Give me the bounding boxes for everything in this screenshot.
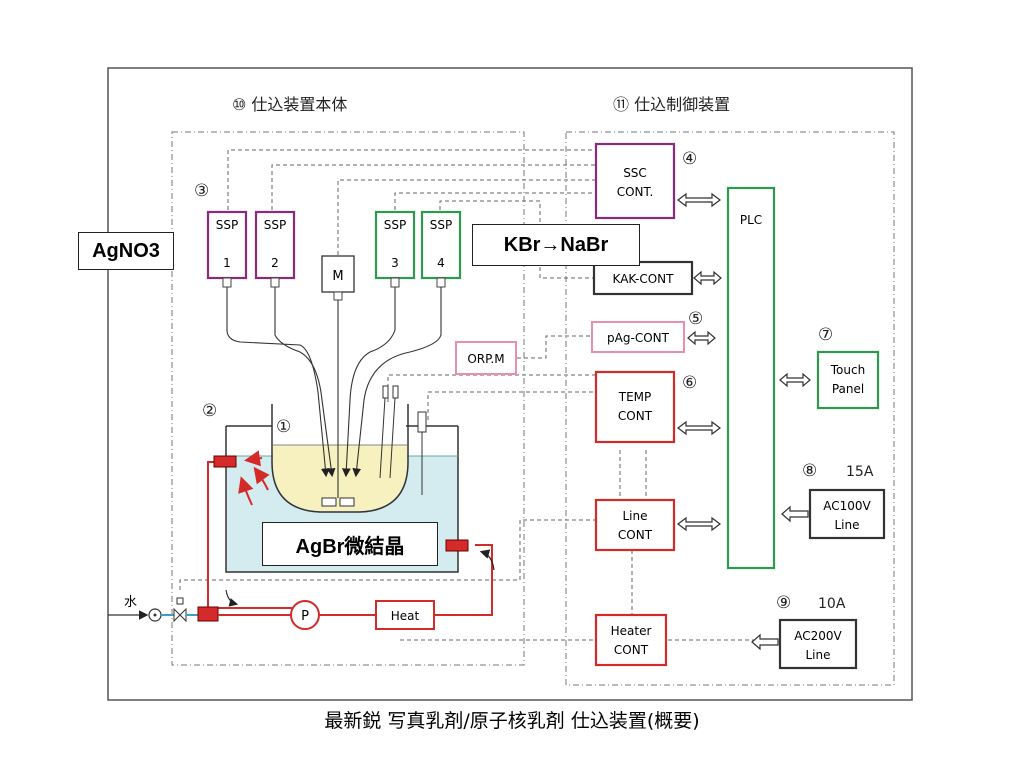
water-inlet: 水: [108, 589, 292, 623]
svg-text:SSP: SSP: [216, 218, 238, 232]
svg-text:水: 水: [124, 595, 137, 610]
svg-text:Panel: Panel: [832, 382, 864, 396]
marker-5: ⑤: [688, 309, 703, 329]
svg-text:AC200V: AC200V: [794, 629, 842, 643]
ac200v-line: AC200V Line: [778, 618, 858, 670]
marker-4: ④: [682, 149, 697, 169]
double-arrows: [677, 192, 811, 651]
svg-text:AC100V: AC100V: [823, 499, 871, 513]
svg-text:SSP: SSP: [430, 218, 452, 232]
svg-text:Line: Line: [805, 648, 830, 662]
sensor-probes: [379, 385, 427, 495]
circulation-pump: P: [290, 600, 320, 630]
ac100-amps: 15A: [846, 464, 874, 480]
svg-text:1: 1: [223, 256, 231, 270]
ac200-amps: 10A: [818, 596, 846, 612]
svg-text:CONT: CONT: [618, 409, 653, 423]
heater-box: Heat: [375, 600, 435, 630]
agno3-label: AgNO3: [78, 232, 174, 270]
svg-text:SSP: SSP: [384, 218, 406, 232]
plc-unit: PLC: [726, 186, 776, 570]
diagram-caption: 最新鋭 写真乳剤/原子核乳剤 仕込装置(概要): [324, 710, 700, 732]
heating-loop: [207, 450, 493, 616]
marker-7: ⑦: [818, 325, 833, 345]
line-controller: Line CONT: [594, 498, 676, 552]
svg-text:Heat: Heat: [391, 609, 420, 623]
marker-6: ⑥: [682, 373, 697, 393]
svg-text:CONT: CONT: [614, 643, 649, 657]
svg-text:SSP: SSP: [264, 218, 286, 232]
marker-2: ②: [202, 401, 217, 421]
marker-3: ③: [194, 181, 209, 201]
svg-text:CONT: CONT: [618, 528, 653, 542]
feed-pipes: [226, 287, 442, 498]
ssp-pump-1: SSP 1: [206, 210, 248, 288]
agbr-crystal-label: AgBr微結晶: [262, 522, 438, 566]
ssc-controller: SSC CONT.: [594, 142, 676, 220]
svg-text:M: M: [332, 269, 343, 284]
svg-text:P: P: [301, 609, 309, 624]
marker-8: ⑧: [802, 461, 817, 481]
svg-text:2: 2: [271, 256, 279, 270]
svg-text:Line: Line: [834, 518, 859, 532]
marker-9: ⑨: [776, 593, 791, 613]
svg-text:ORP.M: ORP.M: [467, 352, 504, 366]
control-title: ⑪ 仕込制御装置: [613, 95, 730, 114]
ssp-pump-2: SSP 2: [254, 210, 296, 288]
inlet-nozzle: [445, 539, 469, 552]
svg-text:3: 3: [391, 256, 399, 270]
return-arrow: [479, 549, 495, 571]
kak-controller: KAK-CONT: [592, 260, 694, 296]
ssp-pump-3: SSP 3: [374, 210, 416, 288]
svg-text:PLC: PLC: [740, 213, 762, 227]
svg-text:Heater: Heater: [611, 624, 652, 638]
heater-controller: Heater CONT: [594, 613, 668, 667]
svg-text:pAg-CONT: pAg-CONT: [607, 331, 670, 345]
svg-text:TEMP: TEMP: [618, 390, 652, 404]
svg-text:4: 4: [437, 256, 445, 270]
main-body-title: ⑩ 仕込装置本体: [232, 95, 347, 114]
control-section: [565, 131, 895, 686]
ac100v-line: AC100V Line: [808, 488, 886, 540]
marker-1: ①: [276, 417, 291, 437]
ssp-pump-4: SSP 4: [420, 210, 462, 288]
svg-text:Line: Line: [622, 509, 647, 523]
stirring-motor: M: [321, 255, 355, 301]
signal-lines: [179, 149, 760, 641]
svg-text:CONT.: CONT.: [617, 185, 654, 199]
outer-frame: [107, 67, 913, 701]
pag-controller: pAg-CONT: [591, 321, 685, 353]
svg-text:Touch: Touch: [830, 363, 865, 377]
svg-text:KAK-CONT: KAK-CONT: [613, 272, 675, 286]
kbr-nabr-label: KBr→NaBr: [472, 224, 640, 266]
reaction-vessel: [271, 404, 409, 513]
svg-text:SSC: SSC: [623, 166, 647, 180]
outlet-nozzle: [213, 455, 237, 468]
temp-controller: TEMP CONT: [594, 370, 676, 444]
orp-meter: ORP.M: [455, 341, 517, 375]
touch-panel: Touch Panel: [816, 350, 880, 410]
